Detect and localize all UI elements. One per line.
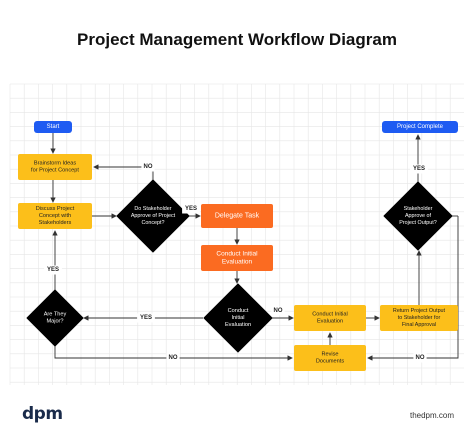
conduct-evaluation-node-shape [201,245,273,271]
discuss-node-shape [18,203,92,229]
revise-documents-node-text: Documents [316,359,344,365]
page-title: Project Management Workflow Diagram [77,30,397,49]
edge-label-yes-concept: YES [185,206,197,212]
are-major-decision-text: Major? [46,319,63,325]
conduct-evaluation-2-node-text: Evaluation [317,319,343,325]
edge-labels-layer: NO YES YES YES NO YES NO NO [44,162,428,363]
edge-label-no-output: NO [416,355,425,361]
edge-label-bg [44,265,62,275]
approve-output-decision-text: Project Output? [399,220,436,226]
edge-label-bg [182,204,200,214]
footer-site-link[interactable]: thedpm.com [409,411,454,420]
conduct-evaluation-node-text: Conduct Initial [216,251,258,258]
edge-approve-no-revise [367,216,459,361]
initial-evaluation-decision-text: Evaluation [225,322,251,328]
start-node[interactable]: Start [34,121,72,133]
brainstorm-node-text: Brainstorm Ideas [34,160,76,166]
edge-label-no-eval: NO [274,308,283,314]
initial-evaluation-decision-text: Conduct [228,308,249,314]
are-major-decision-text: Are They [44,311,67,317]
return-output-node-text: Final Approval [402,322,436,328]
edge-label-bg [413,353,427,363]
edge-label-no-major: NO [169,355,178,361]
edge-label-bg [141,162,155,172]
approve-output-decision-text: Approve of [405,213,432,219]
start-node-text: Start [47,124,60,130]
initial-evaluation-decision-text: Initial [231,315,244,321]
start-node-shape [34,121,72,133]
project-complete-node-shape [382,121,458,133]
initial-evaluation-decision-shape [203,283,273,353]
approve-concept-decision-text: Concept? [141,220,164,226]
conduct-evaluation-node-text: Evaluation [222,259,253,266]
return-output-node-shape [380,305,458,331]
approve-output-decision-shape [383,181,453,251]
discuss-node-text: Stakeholders [39,220,72,226]
approve-concept-decision-text: Approve of Project [131,213,176,219]
conduct-evaluation-2-node-shape [294,305,366,331]
approve-concept-decision-shape [116,179,190,253]
edge-label-no-concept: NO [144,164,153,170]
edge-label-bg [137,313,155,323]
revise-documents-node-shape [294,345,366,371]
delegate-task-node-text: Delegate Task [215,213,260,220]
delegate-task-node-shape [201,204,273,228]
brainstorm-node-shape [18,154,92,180]
discuss-node-text: Concept with [39,213,71,219]
return-output-node-text: to Stakeholder for [398,315,441,321]
project-complete-node-text: Project Complete [397,124,444,130]
approve-output-decision-text: Stakeholder [404,206,433,212]
return-output-node-text: Return Project Output [393,308,446,314]
edge-major-no-revise [54,346,293,361]
conduct-evaluation-2-node-text: Conduct Initial [312,311,347,317]
edge-label-bg [410,164,428,174]
delegate-task-node[interactable]: Delegate Task [201,204,273,228]
revise-documents-node-text: Revise [321,351,338,357]
project-complete-node[interactable]: Project Complete [382,121,458,133]
edge-label-yes-major-up: YES [47,267,59,273]
are-major-decision-shape [26,289,84,347]
brainstorm-node-text: for Project Concept [31,168,79,174]
approve-concept-decision-text: Do Stakeholder [134,206,171,212]
edge-label-yes-major-left: YES [140,315,152,321]
brainstorm-node[interactable]: Brainstorm Ideas for Project Concept [18,154,92,180]
discuss-node-text: Discuss Project [36,206,75,212]
edge-label-bg [271,306,285,316]
edge-label-yes-output: YES [413,166,425,172]
dpm-logo: dpm [22,404,63,424]
edge-label-bg [166,353,180,363]
